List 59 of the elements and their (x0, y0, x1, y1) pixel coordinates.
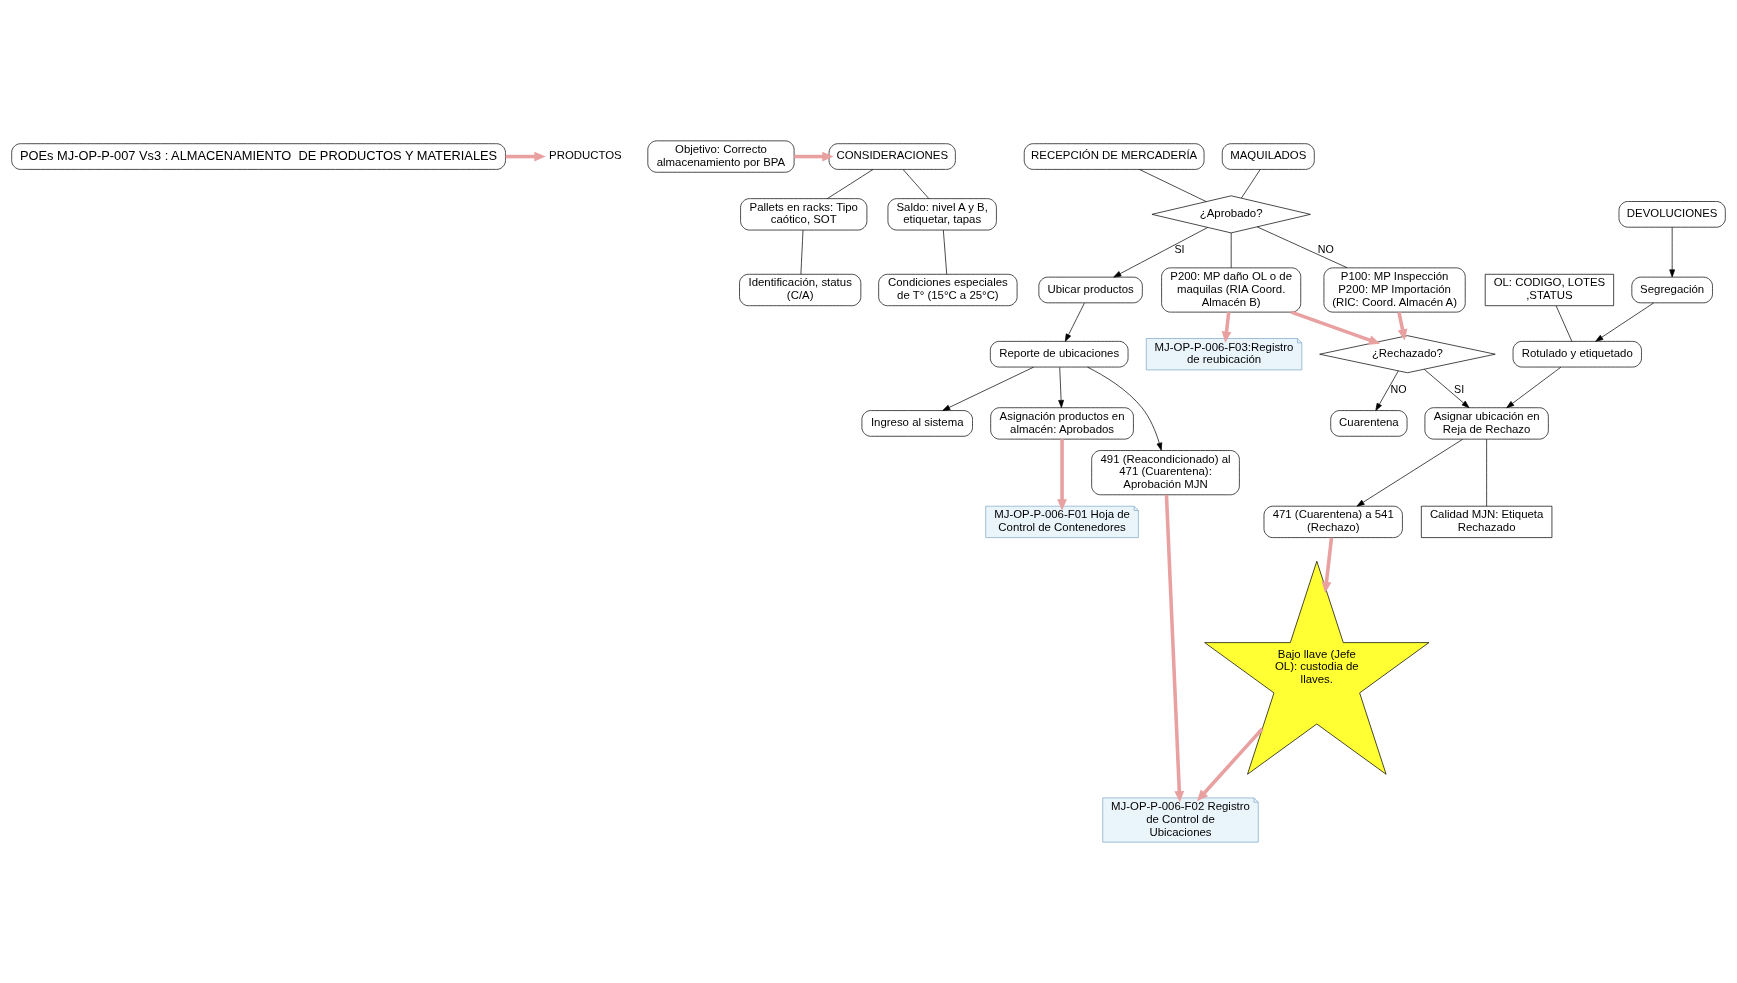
node-box: Ubicar productos (1038, 276, 1143, 304)
arrow (1113, 227, 1208, 278)
arrow (1087, 366, 1163, 451)
edge-label: NO (1317, 242, 1334, 255)
arrow (1375, 370, 1399, 411)
connector (1139, 169, 1207, 202)
node-box: Condiciones especiales de T° (15°C a 25°C) (878, 273, 1018, 307)
arrow (1290, 310, 1381, 345)
node-box: Segregación (1631, 276, 1713, 304)
node-box: Objetivo: Correcto almacenamiento por BPA (647, 140, 795, 173)
arrow (1423, 368, 1470, 408)
arrow (1064, 302, 1085, 342)
node-box: Pallets en racks: Tipo caótico, SOT (740, 198, 868, 231)
node-box: CONSIDERACIONES (828, 143, 956, 170)
arrow (1164, 494, 1185, 803)
connector (902, 169, 930, 199)
node-box: RECEPCIÓN DE MERCADERÍA (1023, 143, 1205, 170)
arrow (1356, 438, 1463, 507)
node-box: Asignar ubicación en Reja de Rechazo (1424, 407, 1549, 440)
node-box: Identificación, status (C/A) (739, 273, 862, 307)
connector (1555, 305, 1573, 342)
node-diamond: ¿Aprobado? (1151, 195, 1311, 234)
connector (800, 229, 804, 275)
arrow (1058, 367, 1064, 408)
arrow (794, 151, 834, 162)
connector (1241, 169, 1261, 199)
node-box: OL: CODIGO, LOTES ,STATUS (1484, 273, 1614, 307)
connector (1256, 226, 1348, 269)
node-box: P200: MP daño OL o de maquilas (RIA Coord. Almacén B) (1161, 267, 1302, 313)
node-box: 491 (Reacondicionado) al 471 (Cuarentena): Aprobación MJN (1091, 450, 1240, 496)
arrow (1196, 727, 1264, 802)
node-box: DEVOLUCIONES (1618, 201, 1726, 228)
arrow (1057, 439, 1067, 511)
node-box: POEs MJ-OP-P-007 Vs3 : ALMACENAMIENTO DE PRODUCTOS Y MATERIALES (11, 143, 506, 170)
arrow (1221, 312, 1232, 343)
node-box: Rotulado y etiquetado (1512, 341, 1642, 368)
arrow (1506, 366, 1562, 409)
node-box: P100: MP Inspección P200: MP Importación (RIC: Coord. Almacén A) (1323, 267, 1466, 313)
edge-label: NO (1390, 382, 1407, 395)
node-box: 471 (Cuarentena) a 541 (Rechazo) (1263, 505, 1403, 538)
arrow (942, 366, 1034, 411)
connector (1486, 438, 1487, 507)
arrow (1321, 537, 1334, 593)
arrow (1595, 302, 1654, 342)
edge-label: SI (1174, 242, 1185, 255)
node-box: Cuarentena (1330, 410, 1408, 437)
connector (942, 229, 948, 275)
arrow (1669, 226, 1675, 278)
node-box: Ingreso al sistema (861, 410, 973, 437)
node-text: PRODUCTOS (549, 149, 622, 162)
node-box: Asignación productos en almacén: Aprobados (990, 407, 1134, 440)
node-box: Saldo: nivel A y B, etiquetar, tapas (887, 198, 997, 231)
node-box: Calidad MJN: Etiqueta Rechazado (1421, 505, 1553, 538)
arrow (1397, 311, 1408, 341)
arrow (505, 151, 546, 162)
node-box: Reporte de ubicaciones (990, 341, 1129, 368)
connector (1230, 232, 1232, 269)
node-box: MAQUILADOS (1221, 143, 1315, 170)
edge-label: SI (1454, 382, 1465, 395)
